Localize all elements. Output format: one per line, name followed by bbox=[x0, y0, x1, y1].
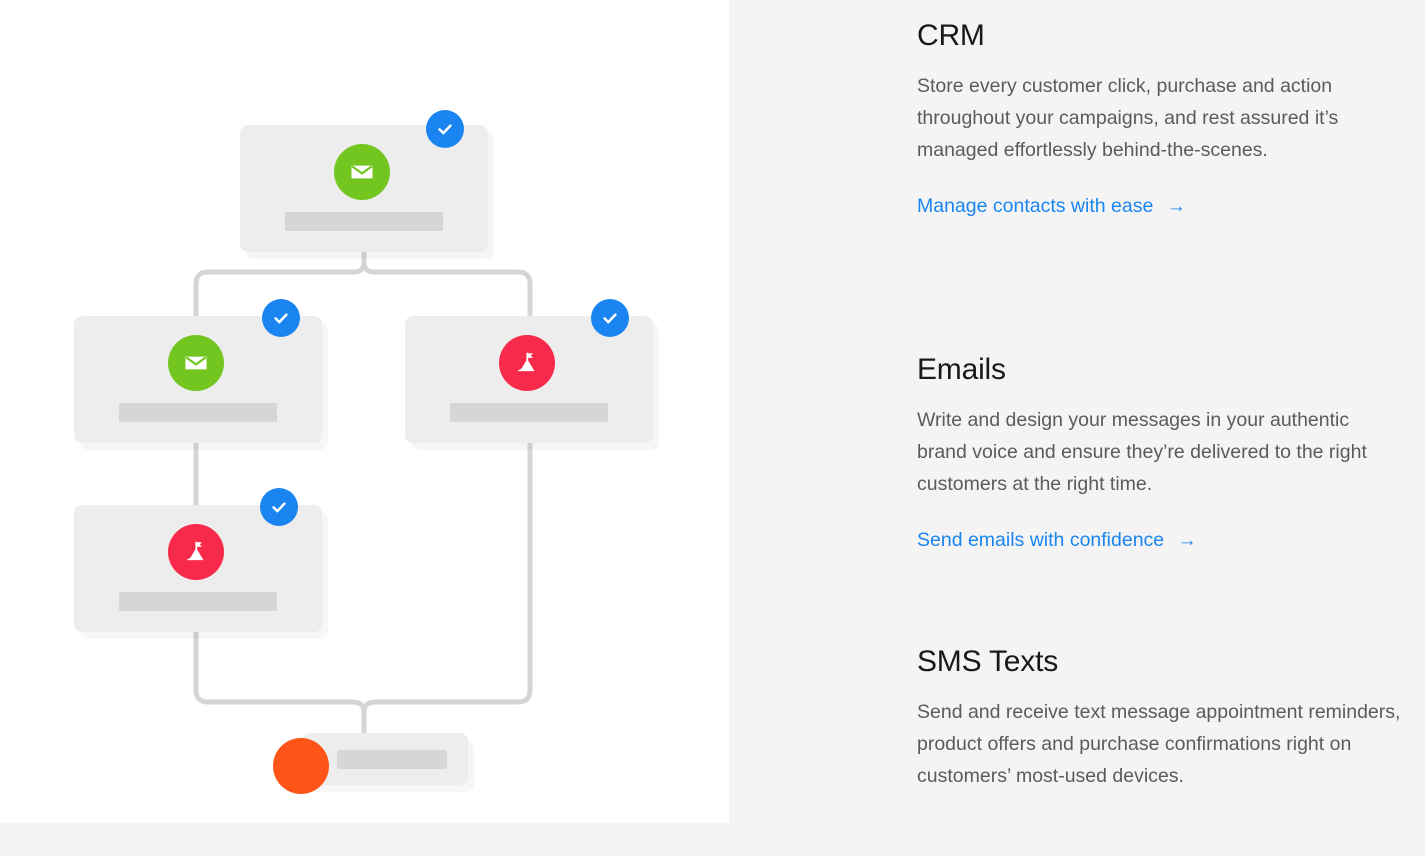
feature-link-label-crm: Manage contacts with ease bbox=[917, 195, 1154, 217]
orange-dot-icon bbox=[273, 738, 329, 794]
envelope-icon bbox=[334, 144, 390, 200]
feature-body-sms-texts: Send and receive text message appointmen… bbox=[917, 701, 1401, 787]
feature-body-emails: Write and design your messages in your a… bbox=[917, 409, 1367, 495]
feature-title-emails: Emails bbox=[917, 353, 1006, 386]
feature-block-emails: Emails Write and design your messages in… bbox=[917, 352, 1403, 555]
placeholder-bar bbox=[337, 750, 447, 769]
feature-block-sms-texts: SMS Texts Send and receive text message … bbox=[917, 644, 1403, 792]
flow-connector-lines bbox=[193, 249, 533, 736]
goal-flag-icon bbox=[168, 524, 224, 580]
placeholder-bar bbox=[450, 403, 608, 422]
feature-title-crm: CRM bbox=[917, 19, 985, 52]
arrow-right-icon: → bbox=[1166, 196, 1186, 217]
placeholder-bar bbox=[119, 592, 277, 611]
feature-link-label-emails: Send emails with confidence bbox=[917, 529, 1165, 551]
check-badge-icon bbox=[262, 299, 300, 337]
envelope-icon bbox=[168, 335, 224, 391]
feature-list: CRM Store every customer click, purchase… bbox=[917, 0, 1407, 856]
flow-card-left-bottom[interactable] bbox=[74, 505, 322, 632]
feature-link-crm[interactable]: Manage contacts with ease → bbox=[917, 192, 1186, 221]
automation-flow-diagram bbox=[0, 0, 729, 823]
check-badge-icon bbox=[591, 299, 629, 337]
feature-title-sms-texts: SMS Texts bbox=[917, 645, 1059, 678]
illustration-panel bbox=[0, 0, 729, 823]
placeholder-bar bbox=[119, 403, 277, 422]
flow-card-right-middle[interactable] bbox=[405, 316, 653, 443]
flow-card-top[interactable] bbox=[240, 125, 488, 252]
feature-block-crm: CRM Store every customer click, purchase… bbox=[917, 18, 1403, 221]
goal-flag-icon bbox=[499, 335, 555, 391]
arrow-right-icon: → bbox=[1177, 530, 1197, 551]
check-badge-icon bbox=[260, 488, 298, 526]
feature-link-emails[interactable]: Send emails with confidence → bbox=[917, 526, 1197, 555]
flow-card-bottom[interactable] bbox=[273, 733, 468, 794]
flow-card-left-middle[interactable] bbox=[74, 316, 322, 443]
placeholder-bar bbox=[285, 212, 443, 231]
feature-body-crm: Store every customer click, purchase and… bbox=[917, 75, 1339, 161]
check-badge-icon bbox=[426, 110, 464, 148]
